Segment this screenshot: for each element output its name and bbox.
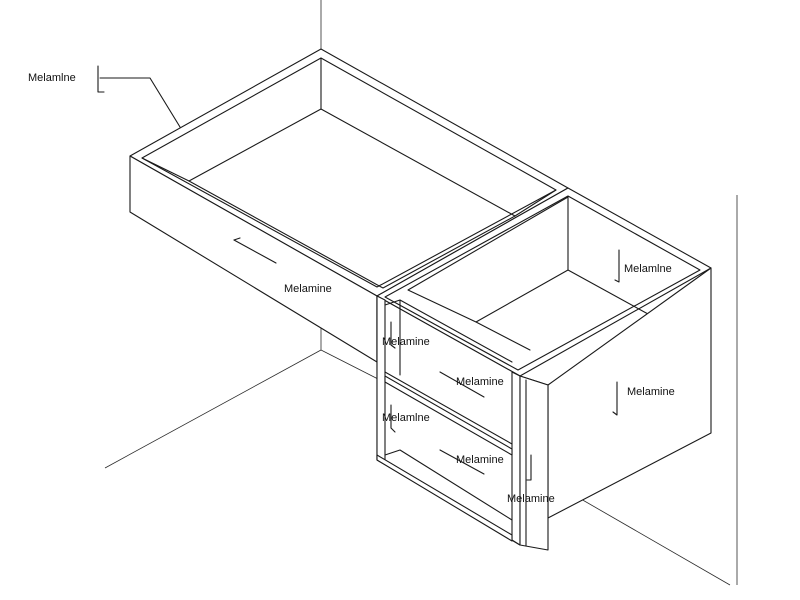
label-shelf-upper-bottom: Melamine	[456, 376, 504, 388]
label-top-drawer-front: Melamine	[284, 283, 332, 295]
label-top-left: Melamlne	[28, 72, 76, 84]
label-shelf-upper-left: Melamine	[382, 336, 430, 348]
top-open-box	[129, 48, 569, 363]
label-right-cabinet-side: Melamine	[627, 386, 675, 398]
label-shelf-lower-left: Melamlne	[382, 412, 430, 424]
leader-line	[99, 77, 181, 128]
front-shelf-unit	[376, 295, 521, 546]
front-panel	[519, 375, 549, 551]
label-front-panel: Melamine	[507, 493, 555, 505]
right-cabinet	[376, 187, 712, 519]
break-marks	[97, 65, 620, 481]
label-right-cabinet-back: Melamlne	[624, 263, 672, 275]
label-shelf-lower-bottom: Melamine	[456, 454, 504, 466]
labels: Melamlne Melamine Melamlne Melamine Mela…	[28, 72, 675, 505]
